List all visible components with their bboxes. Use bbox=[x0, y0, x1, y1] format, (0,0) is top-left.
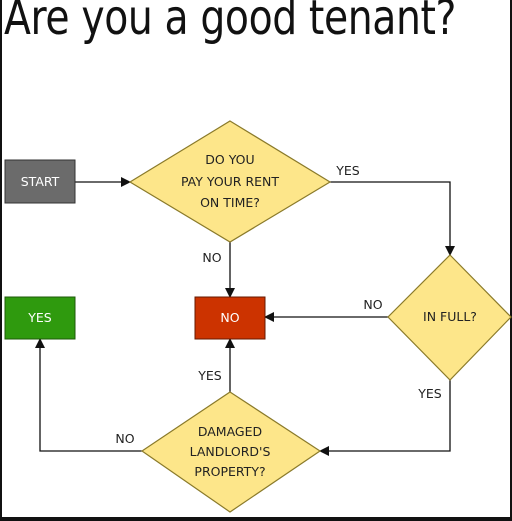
decision-pay-rent bbox=[128, 120, 332, 243]
edge-damaged-no bbox=[35, 338, 142, 452]
edge-pay-rent-yes bbox=[330, 181, 455, 256]
start-node bbox=[4, 159, 76, 204]
decision-damaged bbox=[140, 391, 322, 513]
decision-damaged-line-2: LANDLORD'S bbox=[190, 444, 271, 459]
page-title: Are you a good tenant? bbox=[4, 0, 457, 46]
edge-in-full-yes bbox=[319, 380, 451, 456]
decision-damaged-line-1: DAMAGED bbox=[198, 424, 262, 439]
edge-label-damaged-no: NO bbox=[115, 431, 134, 446]
decision-damaged-line-3: PROPERTY? bbox=[194, 464, 265, 479]
result-no-node bbox=[194, 296, 266, 340]
decision-pay-rent-line-3: ON TIME? bbox=[200, 195, 260, 210]
edge-label-in-full-yes: YES bbox=[417, 386, 442, 401]
decision-in-full bbox=[387, 254, 512, 381]
result-yes-node bbox=[4, 296, 76, 340]
decision-pay-rent-line-2: PAY YOUR RENT bbox=[181, 174, 279, 189]
result-yes-label: YES bbox=[27, 310, 52, 325]
decision-pay-rent-line-1: DO YOU bbox=[205, 152, 254, 167]
start-node-label: START bbox=[21, 174, 60, 189]
result-no-label: NO bbox=[220, 310, 239, 325]
edge-label-damaged-yes: YES bbox=[197, 368, 222, 383]
edge-label-pay-rent-yes: YES bbox=[335, 163, 360, 178]
edge-label-in-full-no: NO bbox=[363, 297, 382, 312]
edge-label-pay-rent-no: NO bbox=[202, 250, 221, 265]
decision-in-full-label: IN FULL? bbox=[423, 309, 477, 324]
